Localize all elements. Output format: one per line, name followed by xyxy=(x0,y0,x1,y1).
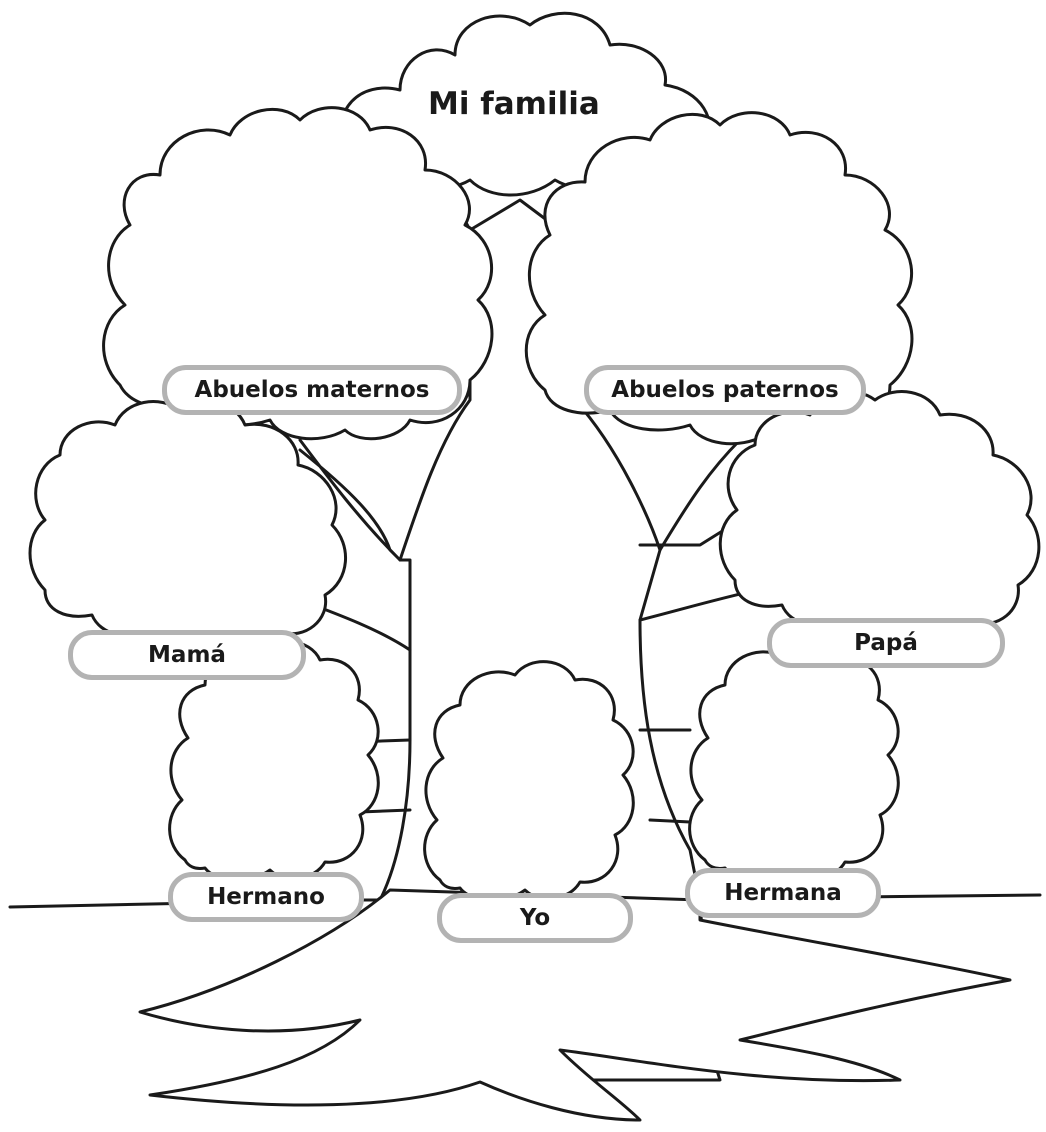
label-papa: Papá xyxy=(767,618,1005,668)
page-title: Mi familia xyxy=(428,86,600,122)
cloud-yo xyxy=(423,660,635,902)
cloud-hermano xyxy=(168,640,380,882)
label-mama: Mamá xyxy=(68,630,306,680)
cloud-abuelos-maternos xyxy=(102,106,494,441)
branch-left-upper xyxy=(298,438,402,562)
label-abuelos-paternos: Abuelos paternos xyxy=(584,365,866,415)
label-hermano: Hermano xyxy=(168,872,364,922)
cloud-abuelos-paternos xyxy=(524,111,914,446)
cloud-hermana xyxy=(688,640,900,882)
label-yo: Yo xyxy=(437,893,633,943)
tree-roots xyxy=(138,888,1012,1122)
label-abuelos-maternos: Abuelos maternos xyxy=(162,365,462,415)
label-hermana: Hermana xyxy=(685,868,881,918)
cloud-papa xyxy=(718,390,1041,641)
